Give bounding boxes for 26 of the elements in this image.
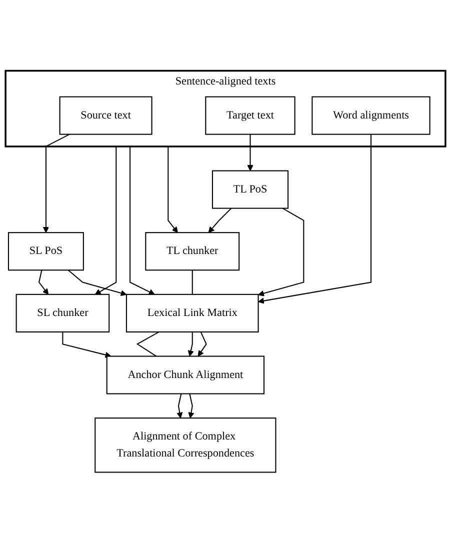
node-box: Anchor Chunk Alignment xyxy=(106,356,264,394)
connector xyxy=(192,270,193,294)
arrow xyxy=(258,134,372,304)
node-box: Alignment of Complex Translational Correspondences xyxy=(94,418,276,473)
arrow xyxy=(94,146,117,295)
arrow xyxy=(198,332,207,357)
arrow xyxy=(188,394,194,418)
node-box: Lexical Link Matrix xyxy=(126,294,259,332)
node-box: Word alignments xyxy=(312,96,430,135)
node-box: SL PoS xyxy=(8,232,84,271)
arrow xyxy=(62,332,112,358)
arrow xyxy=(168,146,178,233)
arrow xyxy=(188,332,194,357)
arrow xyxy=(176,394,183,418)
arrow xyxy=(42,134,70,233)
arrow xyxy=(208,208,232,233)
arrow xyxy=(68,270,127,296)
arrow xyxy=(258,208,304,296)
node-box: TL chunker xyxy=(145,232,240,271)
node-box: Target text xyxy=(205,96,296,135)
arrow xyxy=(247,134,254,172)
node-box: SL chunker xyxy=(16,294,110,332)
arrow xyxy=(130,146,155,295)
node-box: TL PoS xyxy=(212,170,289,209)
arrow xyxy=(38,270,49,295)
node-box: Source text xyxy=(59,96,152,135)
